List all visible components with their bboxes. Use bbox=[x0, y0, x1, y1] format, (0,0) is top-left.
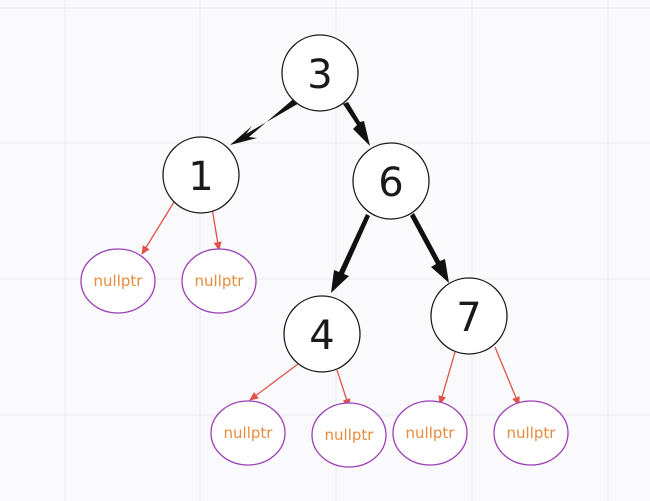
edge-7-to-null-right bbox=[494, 346, 520, 406]
node-label: 1 bbox=[188, 154, 213, 200]
tree-node-1: 1 bbox=[162, 136, 240, 214]
edge-1-to-null-left bbox=[141, 201, 175, 255]
null-label: nullptr bbox=[325, 426, 375, 444]
node-label: 3 bbox=[307, 52, 332, 98]
edge-7-to-null-left bbox=[438, 351, 456, 405]
null-node-1-left: nullptr bbox=[80, 248, 156, 314]
null-label: nullptr bbox=[224, 424, 274, 442]
edge-4-to-null-left bbox=[249, 363, 299, 401]
edge-4-to-null-right bbox=[336, 369, 351, 408]
null-edges bbox=[141, 201, 520, 408]
edge-6-to-7 bbox=[410, 213, 449, 283]
edge-6-to-4 bbox=[331, 214, 370, 293]
null-label: nullptr bbox=[406, 424, 456, 442]
child-edges bbox=[230, 98, 449, 293]
tree-node-3: 3 bbox=[281, 34, 359, 112]
tree-node-6: 6 bbox=[352, 142, 430, 220]
null-node-4-right: nullptr bbox=[311, 402, 387, 468]
tree-node-4: 4 bbox=[283, 295, 361, 373]
null-node-7-left: nullptr bbox=[392, 400, 468, 466]
null-label: nullptr bbox=[507, 424, 557, 442]
null-label: nullptr bbox=[94, 272, 144, 290]
tree-node-7: 7 bbox=[430, 277, 508, 355]
node-label: 6 bbox=[378, 160, 403, 206]
null-node-1-right: nullptr bbox=[181, 248, 257, 314]
null-node-7-right: nullptr bbox=[493, 400, 569, 466]
null-node-4-left: nullptr bbox=[210, 400, 286, 466]
node-label: 4 bbox=[309, 313, 334, 359]
edge-3-to-6 bbox=[343, 102, 370, 146]
null-label: nullptr bbox=[195, 272, 245, 290]
node-label: 7 bbox=[456, 295, 481, 341]
edge-1-to-null-right bbox=[211, 207, 222, 251]
edge-3-to-1 bbox=[230, 98, 298, 145]
